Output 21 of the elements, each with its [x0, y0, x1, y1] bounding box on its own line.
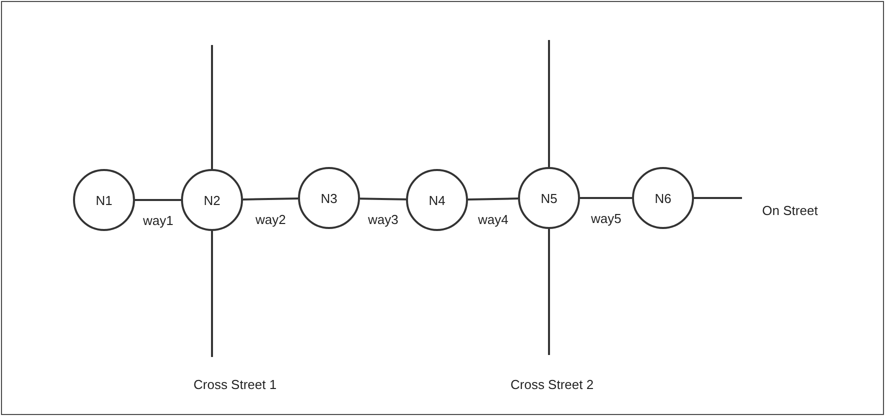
node-circle: N5 — [518, 167, 580, 229]
cross-street-line — [548, 40, 550, 167]
edge-label: way3 — [367, 212, 400, 227]
cross-street-line — [211, 45, 213, 169]
street-name-label: Cross Street 1 — [192, 376, 278, 392]
node-circle: N6 — [632, 167, 694, 229]
node-circle: N3 — [298, 167, 360, 229]
cross-street-line — [211, 231, 213, 357]
street-segment — [694, 197, 742, 199]
node-circle: N4 — [406, 169, 468, 231]
cross-street-line — [548, 229, 550, 355]
street-segment — [242, 198, 298, 200]
edge-label: way2 — [254, 212, 287, 227]
node-circle: N2 — [181, 169, 243, 231]
street-segment — [468, 198, 518, 200]
street-segment — [580, 197, 632, 199]
street-label: On Street — [752, 200, 828, 220]
street-segment — [360, 198, 406, 200]
street-name-label: Cross Street 2 — [510, 376, 595, 392]
street-segment — [135, 199, 181, 201]
node-circle: N1 — [73, 169, 135, 231]
